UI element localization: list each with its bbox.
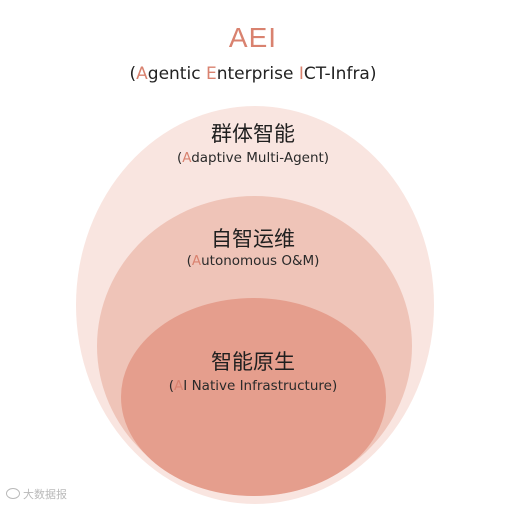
inner-sub-letter: A	[174, 378, 184, 394]
outer-layer-subtitle: (Adaptive Multi-Agent)	[0, 150, 506, 166]
diagram-title: AEI	[228, 22, 278, 53]
outer-sub-open-paren: (	[176, 150, 183, 166]
watermark: 大数据报	[6, 486, 67, 502]
inner-layer-title: 智能原生	[211, 350, 295, 374]
inner-ellipse	[121, 298, 386, 496]
diagram-subtitle: (Agentic Enterprise ICT-Infra)	[0, 64, 506, 84]
inner-layer-subtitle: (AI Native Infrastructure)	[0, 378, 506, 394]
subtitle-word-agentic: gentic	[147, 64, 206, 84]
middle-layer-title: 自智运维	[211, 227, 295, 251]
middle-layer-subtitle: (Autonomous O&M)	[0, 253, 506, 269]
subtitle-open-paren: (	[129, 64, 137, 84]
watermark-text: 大数据报	[23, 488, 67, 501]
subtitle-letter-a: A	[136, 64, 148, 84]
outer-layer-title: 群体智能	[211, 122, 295, 146]
outer-sub-text: daptive Multi-Agent)	[191, 150, 330, 166]
weibo-icon	[6, 488, 20, 499]
subtitle-letter-e: E	[205, 64, 217, 84]
subtitle-word-ict-infra: CT-Infra)	[303, 64, 377, 84]
subtitle-letter-i: I	[298, 64, 304, 84]
inner-sub-open-paren: (	[168, 378, 175, 394]
subtitle-word-enterprise: nterprise	[216, 64, 299, 84]
middle-sub-text: utonomous O&M)	[201, 253, 320, 269]
outer-sub-letter: A	[182, 150, 192, 166]
middle-sub-letter: A	[191, 253, 202, 269]
middle-sub-open-paren: (	[186, 253, 192, 269]
inner-sub-text: I Native Infrastructure)	[183, 378, 338, 394]
